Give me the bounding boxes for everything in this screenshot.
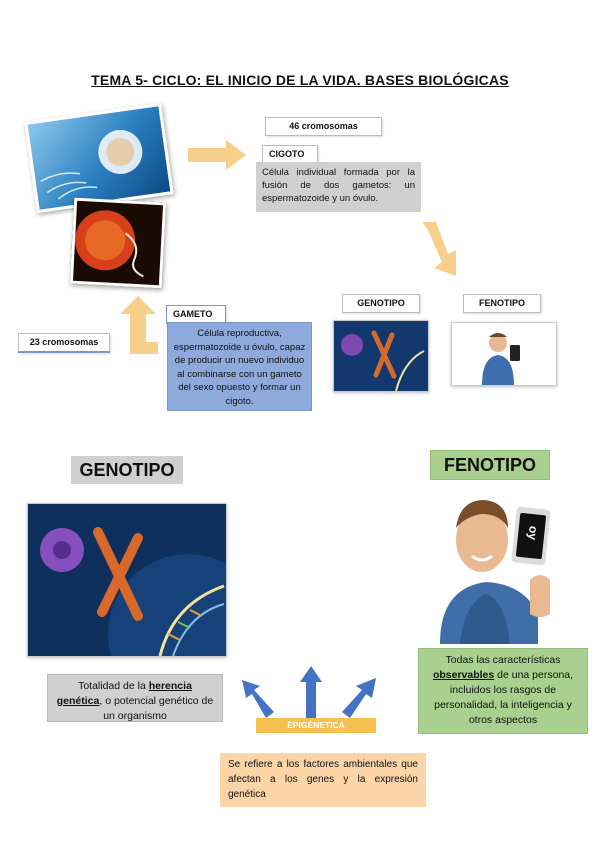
fenotipo-header: FENOTIPO: [430, 450, 550, 480]
genotipo-desc-link: herencia genética: [56, 680, 192, 707]
fenotipo-small-label: FENOTIPO: [463, 294, 541, 313]
genotipo-desc-text-2: , o potencial genético de un organismo: [99, 695, 214, 722]
arrow-down-right-icon: [422, 222, 456, 276]
phone-screen-text: oy: [525, 525, 541, 541]
epigenetica-label: EPIGÉNETICA: [256, 718, 376, 733]
fenotipo-desc-text-1: Todas las características: [445, 654, 561, 666]
genotipo-desc-text-1: Totalidad de la: [78, 680, 149, 692]
fenotipo-desc-link: observables: [432, 669, 495, 681]
cigoto-description: Célula individual formada por la fusión …: [256, 162, 421, 212]
fenotipo-large-image: oy: [420, 484, 580, 644]
gameto-description: Célula reproductiva, espermatozoide u óv…: [167, 322, 312, 411]
genotipo-small-image: [333, 320, 429, 392]
arrow-right-icon: [188, 140, 246, 170]
cromosomas-46-label: 46 cromosomas: [265, 117, 382, 136]
fenotipo-description: Todas las características observables de…: [418, 648, 588, 734]
genotipo-description: Totalidad de la herencia genética, o pot…: [47, 674, 223, 722]
epigenetica-description: Se refiere a los factores ambientales qu…: [220, 753, 426, 807]
arrow-up-icon: [120, 296, 158, 354]
genotipo-small-label: GENOTIPO: [342, 294, 420, 313]
page-title: TEMA 5- CICLO: EL INICIO DE LA VIDA. BAS…: [91, 72, 509, 88]
fenotipo-desc-text-2: de una persona, incluidos los rasgos de …: [434, 669, 574, 726]
epigenetica-arrows-icon: [242, 666, 376, 718]
fertilization-photo: [69, 197, 167, 289]
sperm-ovum-photo: [24, 102, 174, 214]
cromosomas-23-label: 23 cromosomas: [18, 333, 110, 353]
genotipo-header: GENOTIPO: [71, 456, 183, 484]
fenotipo-small-image: [451, 322, 557, 386]
genotipo-large-image: [27, 503, 227, 657]
